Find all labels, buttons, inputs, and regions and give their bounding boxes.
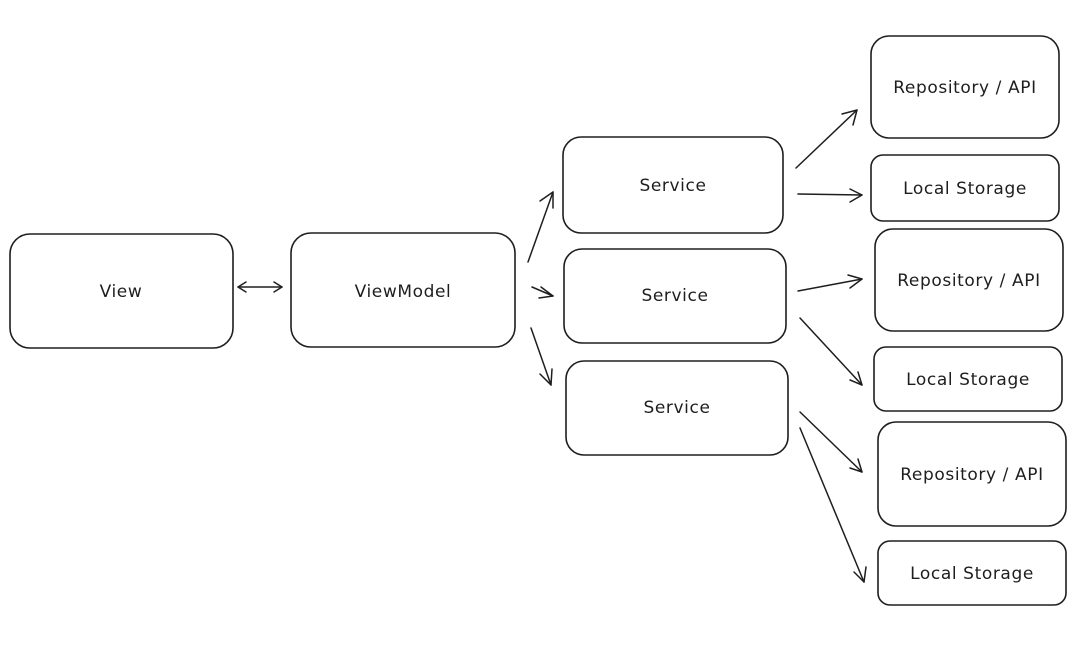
edge-service-3-storage-3 bbox=[799, 427, 867, 583]
node-repository-1: Repository / API bbox=[870, 35, 1060, 139]
node-service-1-label: Service bbox=[639, 176, 706, 196]
node-viewmodel: ViewModel bbox=[290, 232, 516, 348]
node-service-2: Service bbox=[563, 248, 787, 344]
node-service-1: Service bbox=[562, 136, 784, 234]
node-viewmodel-label: ViewModel bbox=[355, 282, 452, 302]
edge-viewmodel-service-1 bbox=[527, 191, 554, 263]
edge-service-1-storage-1 bbox=[797, 188, 863, 203]
node-service-3: Service bbox=[565, 360, 789, 456]
node-repository-2-label: Repository / API bbox=[897, 271, 1040, 291]
edge-viewmodel-service-3 bbox=[530, 327, 553, 386]
node-storage-1-label: Local Storage bbox=[903, 179, 1027, 199]
node-view: View bbox=[9, 233, 234, 349]
edge-viewmodel-service-2 bbox=[531, 286, 554, 299]
node-repository-2: Repository / API bbox=[874, 228, 1064, 332]
node-storage-2: Local Storage bbox=[873, 346, 1063, 412]
node-repository-1-label: Repository / API bbox=[893, 78, 1036, 98]
node-storage-2-label: Local Storage bbox=[906, 370, 1030, 390]
node-repository-3-label: Repository / API bbox=[900, 465, 1043, 485]
edge-service-3-repository-3 bbox=[799, 411, 863, 473]
edge-service-2-storage-2 bbox=[799, 317, 863, 386]
node-service-2-label: Service bbox=[641, 286, 708, 306]
node-storage-3-label: Local Storage bbox=[910, 564, 1034, 584]
node-service-3-label: Service bbox=[643, 398, 710, 418]
node-storage-3: Local Storage bbox=[877, 540, 1067, 606]
node-repository-3: Repository / API bbox=[877, 421, 1067, 527]
edge-service-1-repository-1 bbox=[795, 109, 858, 169]
node-storage-1: Local Storage bbox=[870, 154, 1060, 222]
edge-view-viewmodel bbox=[237, 281, 283, 293]
edge-service-2-repository-2 bbox=[797, 274, 863, 292]
edges bbox=[237, 109, 867, 583]
node-view-label: View bbox=[100, 282, 143, 302]
